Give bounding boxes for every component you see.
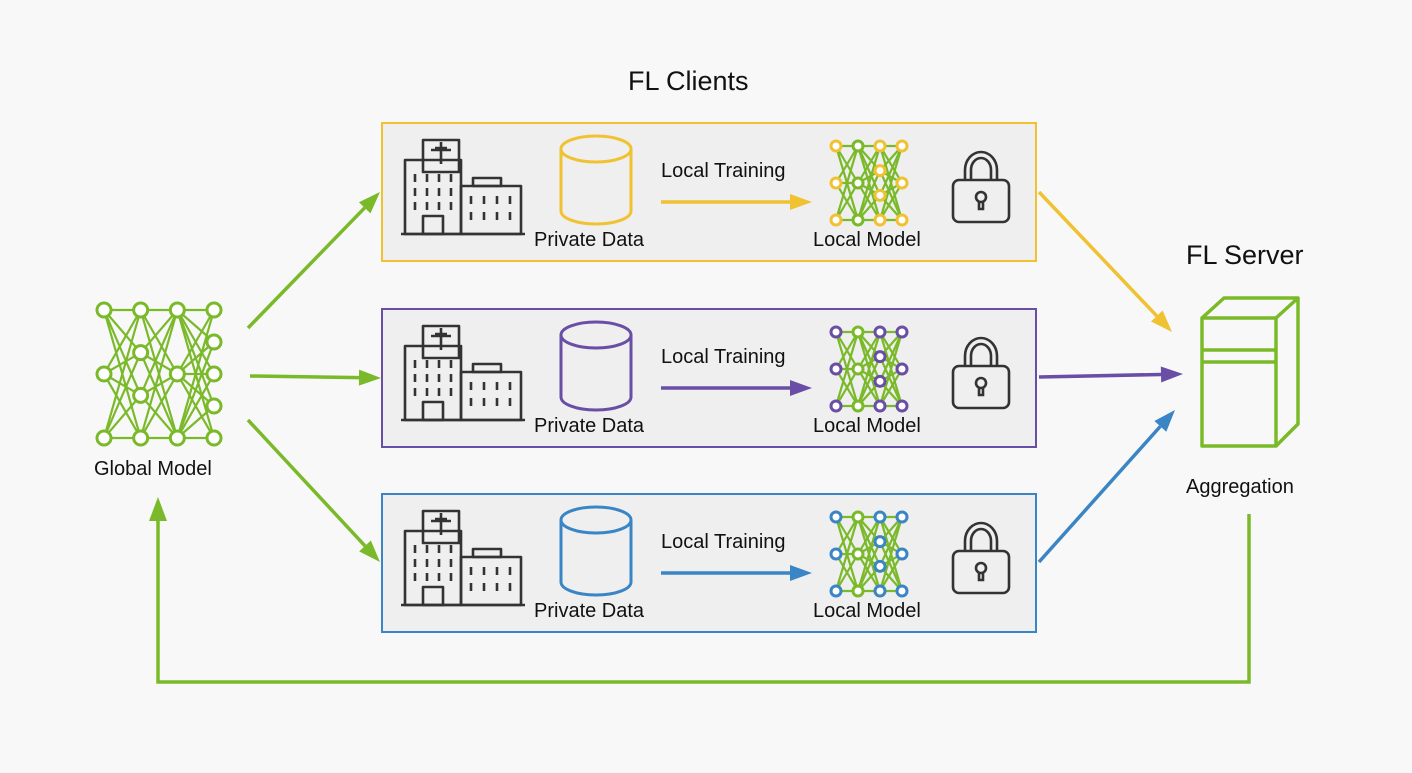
fl-clients-title: FL Clients	[628, 66, 749, 96]
local-training-arrow	[661, 380, 812, 396]
database-cylinder-icon	[559, 505, 633, 597]
hospital-building-icon	[401, 324, 525, 422]
hospital-building-icon	[401, 509, 525, 607]
local-training-arrow	[661, 194, 812, 210]
global-model-network-icon	[95, 301, 223, 447]
aggregation-label: Aggregation	[1186, 476, 1294, 498]
private-data-label: Private Data	[534, 415, 645, 437]
dispatch-arrow-3	[246, 418, 380, 562]
padlock-icon	[951, 521, 1011, 595]
local-training-arrow	[661, 565, 812, 581]
upload-arrow-1	[1037, 190, 1172, 332]
hospital-building-icon	[401, 138, 525, 236]
private-data-label: Private Data	[534, 600, 645, 622]
upload-arrow-3	[1037, 410, 1175, 564]
upload-arrow-2	[1038, 366, 1183, 383]
neural-network-icon	[829, 510, 909, 598]
local-model-label: Local Model	[813, 229, 921, 251]
global-model-label: Global Model	[94, 458, 212, 480]
local-training-label: Local Training	[661, 531, 786, 553]
padlock-icon	[951, 150, 1011, 224]
fl-server-title: FL Server	[1186, 240, 1304, 270]
local-training-label: Local Training	[661, 160, 786, 182]
client-box-2	[381, 308, 1037, 448]
local-model-label: Local Model	[813, 415, 921, 437]
neural-network-icon	[829, 139, 909, 227]
server-tower-icon	[1200, 296, 1300, 448]
database-cylinder-icon	[559, 134, 633, 226]
client-box-1	[381, 122, 1037, 262]
local-model-label: Local Model	[813, 600, 921, 622]
dispatch-arrow-1	[246, 192, 380, 330]
database-cylinder-icon	[559, 320, 633, 412]
padlock-icon	[951, 336, 1011, 410]
client-box-3	[381, 493, 1037, 633]
feedback-loop-arrow	[149, 497, 1251, 684]
neural-network-icon	[829, 325, 909, 413]
private-data-label: Private Data	[534, 229, 645, 251]
dispatch-arrow-2	[249, 369, 381, 386]
local-training-label: Local Training	[661, 346, 786, 368]
